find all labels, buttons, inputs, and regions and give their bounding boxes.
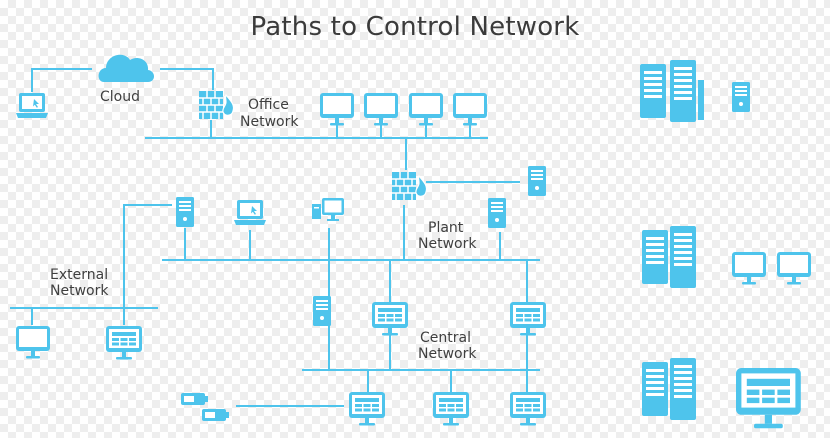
server-rack-icon [670,60,696,122]
office-monitor-1-icon [320,93,354,126]
central-network-label-line1: Central [420,330,471,346]
plant-server-1-icon [528,166,546,196]
cloud-to-laptop-link [31,68,92,92]
cloud-laptop-icon [16,93,48,118]
cloud-label: Cloud [100,89,140,105]
battery-2-icon [202,409,229,421]
central-hmi-5-icon [510,392,546,426]
office-monitor-3-icon [409,93,443,126]
external-monitor-icon [16,326,50,359]
server-rack-icon [670,358,696,420]
rack-group-2 [642,226,811,288]
rack-hmi-icon [736,368,801,429]
office-monitor-4-icon [453,93,487,126]
server-rack-icon [640,64,666,118]
server-rack-icon [670,226,696,288]
office-network-label-line2: Network [240,114,299,130]
server-rack-icon [642,362,668,416]
rack-group-3 [642,358,801,429]
central-server-icon [313,296,331,326]
office-firewall-icon [198,90,235,120]
rack-group-1 [640,60,750,122]
plant-network-label-line2: Network [418,236,477,252]
plant-firewall-icon [391,171,428,201]
central-hmi-2-icon [510,302,546,336]
server-rack-icon [642,230,668,284]
cloud-icon [98,54,154,82]
central-hmi-1-icon [372,302,408,336]
central-network-label-line2: Network [418,346,477,362]
central-hmi-3-icon [349,392,385,426]
external-network-label-line2: Network [50,283,109,299]
external-network-link [123,204,172,308]
diagram-title: Paths to Control Network [250,12,580,42]
battery-1-icon [181,393,208,405]
rack-monitor-1-icon [732,252,766,285]
external-network-label-line1: External [50,267,109,283]
server-tower-icon [732,82,750,112]
office-network-label-line1: Office [248,97,289,113]
plant-workstation-icon [312,198,344,221]
external-hmi-icon [106,326,142,360]
plant-network-label-line1: Plant [428,220,464,236]
plant-laptop-icon [234,200,266,225]
plant-tower-icon [176,197,194,227]
office-monitor-2-icon [364,93,398,126]
central-hmi-4-icon [433,392,469,426]
plant-server-2-icon [488,198,506,228]
rack-monitor-2-icon [777,252,811,285]
cloud-to-firewall-link [160,68,214,90]
